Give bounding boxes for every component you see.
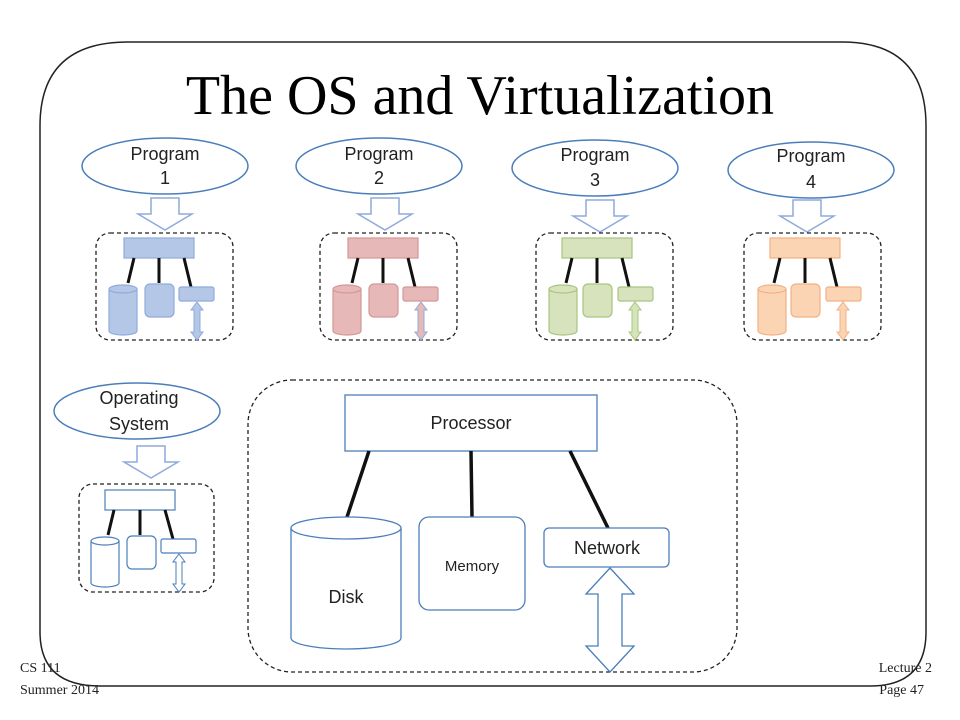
program-2-memory-icon [368, 283, 399, 318]
program-4-bus-1 [772, 257, 782, 284]
disk-cylinder-top [290, 516, 402, 540]
program-1-bus-1 [126, 257, 136, 284]
footer-course: CS 111 [20, 661, 61, 676]
os-bubble[interactable] [53, 382, 221, 440]
network-box[interactable] [543, 527, 670, 568]
program-3-bubble[interactable] [511, 139, 679, 197]
os-io-arrow [172, 553, 186, 593]
program-4-bubble[interactable] [727, 141, 895, 199]
program-2-label-line2: 2 [374, 168, 384, 188]
hardware: Processor Disk Memory Network [247, 379, 738, 673]
os-bus-3 [163, 509, 175, 540]
program-4-disk-top [757, 284, 787, 294]
program-3-network-icon [617, 286, 654, 302]
disk-cylinder[interactable] [290, 528, 402, 650]
program-4-disk-icon [757, 289, 787, 336]
operating-system: Operating System [53, 382, 221, 593]
program-3-disk-top [548, 284, 578, 294]
program-1-memory-icon [144, 283, 175, 318]
program-2-label-line1: Program [344, 144, 413, 164]
footer-page: Page 47 [879, 683, 924, 698]
program-4: Program 4 [727, 141, 895, 341]
program-4-network-icon [825, 286, 862, 302]
processor-label: Processor [430, 413, 511, 433]
os-label-line1: Operating [99, 388, 178, 408]
program-1-disk-top [108, 284, 138, 294]
program-2-disk-icon [332, 289, 362, 336]
os-network-icon [160, 538, 197, 554]
program-3-bus-1 [564, 257, 574, 284]
program-2-bubble[interactable] [295, 137, 463, 195]
os-down-arrow [121, 445, 181, 479]
program-1-disk-icon [108, 289, 138, 336]
os-label-line2: System [109, 414, 169, 434]
program-1-cpu-block [123, 237, 195, 259]
program-2-bus-1 [350, 257, 360, 284]
footer-lecture: Lecture 2 [879, 661, 932, 676]
program-1-label-line2: 1 [160, 168, 170, 188]
os-disk-icon [90, 541, 120, 588]
program-2-disk-top [332, 284, 362, 294]
program-4-label-line2: 4 [806, 172, 816, 192]
program-4-machine-border [743, 232, 882, 341]
program-2-io-arrow [414, 301, 428, 341]
program-1-bubble[interactable] [81, 137, 249, 195]
program-2-network-icon [402, 286, 439, 302]
disk-label: Disk [329, 587, 365, 607]
slide-title: The OS and Virtualization [186, 65, 774, 127]
os-bus-1 [106, 509, 116, 536]
os-memory-icon [126, 535, 157, 570]
program-3-label-line1: Program [560, 145, 629, 165]
os-machine-border [78, 483, 215, 593]
program-2-machine-border [319, 232, 458, 341]
frame-bottom-left-curve [39, 631, 128, 687]
bus-to-network [568, 450, 610, 529]
os-cpu-block [104, 489, 176, 511]
bus-to-memory [469, 450, 474, 518]
program-3-label-line2: 3 [590, 170, 600, 190]
program-1: Program 1 [81, 137, 249, 341]
program-3-down-arrow [570, 199, 630, 233]
program-3-cpu-block [561, 237, 633, 259]
bus-to-disk [345, 450, 371, 518]
footer-term: Summer 2014 [20, 683, 99, 698]
program-3-memory-icon [582, 283, 613, 318]
program-3-bus-3 [620, 257, 631, 288]
program-1-network-icon [178, 286, 215, 302]
program-1-io-arrow [190, 301, 204, 341]
frame-bottom-right-curve [862, 631, 927, 687]
network-io-arrow [584, 567, 636, 673]
program-3-disk-icon [548, 289, 578, 336]
program-4-label-line1: Program [776, 146, 845, 166]
program-3-io-arrow [628, 301, 642, 341]
program-1-label-line1: Program [130, 144, 199, 164]
program-2: Program 2 [295, 137, 463, 341]
program-3-machine-border [535, 232, 674, 341]
program-4-cpu-block [769, 237, 841, 259]
memory-label: Memory [445, 558, 500, 575]
program-2-bus-3 [406, 257, 417, 288]
program-2-down-arrow [355, 197, 415, 231]
program-1-machine-border [95, 232, 234, 341]
program-1-bus-3 [182, 257, 193, 288]
program-4-down-arrow [777, 199, 837, 233]
os-disk-top [90, 536, 120, 546]
program-3: Program 3 [511, 139, 679, 341]
program-4-bus-3 [828, 257, 839, 288]
network-label: Network [574, 538, 641, 558]
memory-box[interactable] [418, 516, 526, 611]
program-2-cpu-block [347, 237, 419, 259]
slide-frame [39, 41, 927, 632]
program-1-down-arrow [135, 197, 195, 231]
program-4-io-arrow [836, 301, 850, 341]
program-4-memory-icon [790, 283, 821, 318]
